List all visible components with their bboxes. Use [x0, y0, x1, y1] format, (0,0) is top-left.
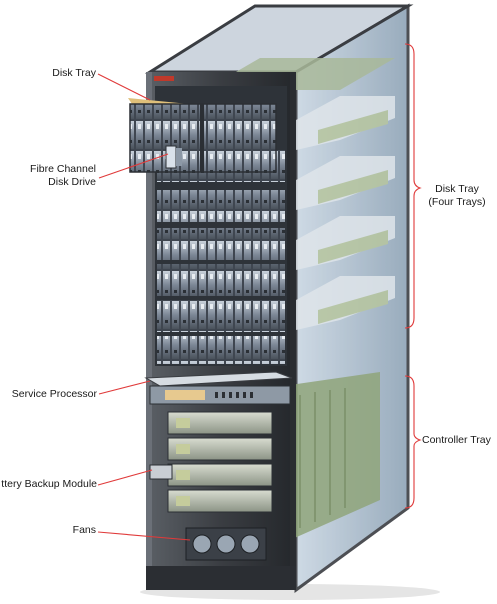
label-fibre-channel-line2: Disk Drive — [16, 176, 96, 189]
battery-backup-module — [150, 465, 172, 479]
label-fans: Fans — [40, 524, 96, 537]
label-fibre-channel-line1: Fibre Channel — [16, 163, 96, 176]
label-disk-tray-four-line2: (Four Trays) — [420, 196, 494, 209]
brand-badge — [154, 76, 174, 81]
label-disk-tray: Disk Tray — [36, 67, 96, 80]
callout-line-battery-backup — [98, 470, 152, 485]
label-battery-backup-module: ttery Backup Module — [0, 478, 97, 491]
label-disk-tray-four-line1: Disk Tray — [420, 183, 494, 196]
label-controller-tray: Controller Tray — [422, 434, 497, 447]
callout-line-service-processor — [99, 381, 150, 394]
label-disk-tray-four-trays: Disk Tray (Four Trays) — [420, 183, 494, 209]
service-processor — [146, 372, 292, 404]
label-service-processor: Service Processor — [0, 388, 97, 401]
callout-line-disk-tray — [98, 74, 150, 100]
fans — [186, 528, 266, 560]
label-fibre-channel-disk-drive: Fibre Channel Disk Drive — [16, 163, 96, 189]
fibre-channel-disk-drive — [166, 146, 176, 168]
extended-disk-tray — [128, 98, 276, 172]
